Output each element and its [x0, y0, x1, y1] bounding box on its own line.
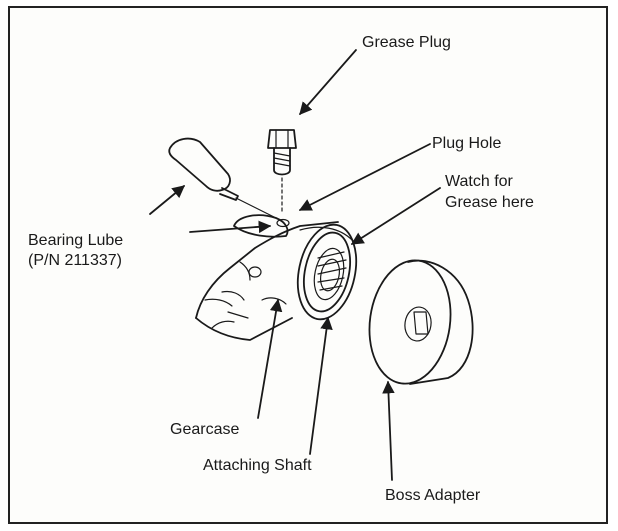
- label-grease-plug: Grease Plug: [362, 34, 451, 51]
- gearcase-body: [195, 214, 339, 341]
- label-watch-grease-line2: Grease here: [445, 194, 534, 211]
- label-bearing-lube-line1: Bearing Lube: [28, 232, 124, 249]
- leader-watch-grease: [350, 187, 441, 245]
- label-watch-grease-line1: Watch for: [445, 173, 513, 190]
- label-attaching-shaft: Attaching Shaft: [203, 457, 312, 474]
- leader-plug-hole: [298, 143, 431, 211]
- bearing-housing: [296, 223, 358, 321]
- leader-boss-adapter: [382, 380, 395, 481]
- leader-bearing-lube: [149, 185, 185, 215]
- leader-gearcase: [257, 298, 283, 419]
- label-gearcase: Gearcase: [170, 421, 240, 438]
- leader-grease-plug: [299, 49, 357, 115]
- grease-plug-bolt: [267, 129, 297, 215]
- leader-bearing-lube-to-hole: [189, 220, 272, 234]
- bearing-lube-tube: [168, 137, 277, 219]
- label-boss-adapter: Boss Adapter: [385, 487, 481, 504]
- leader-attaching-shaft: [309, 316, 333, 455]
- label-plug-hole: Plug Hole: [432, 135, 502, 152]
- boss-adapter: [368, 259, 474, 385]
- callout-leaders: [149, 49, 441, 481]
- diagram-frame: [8, 6, 608, 524]
- label-bearing-lube-line2: (P/N 211337): [28, 252, 122, 269]
